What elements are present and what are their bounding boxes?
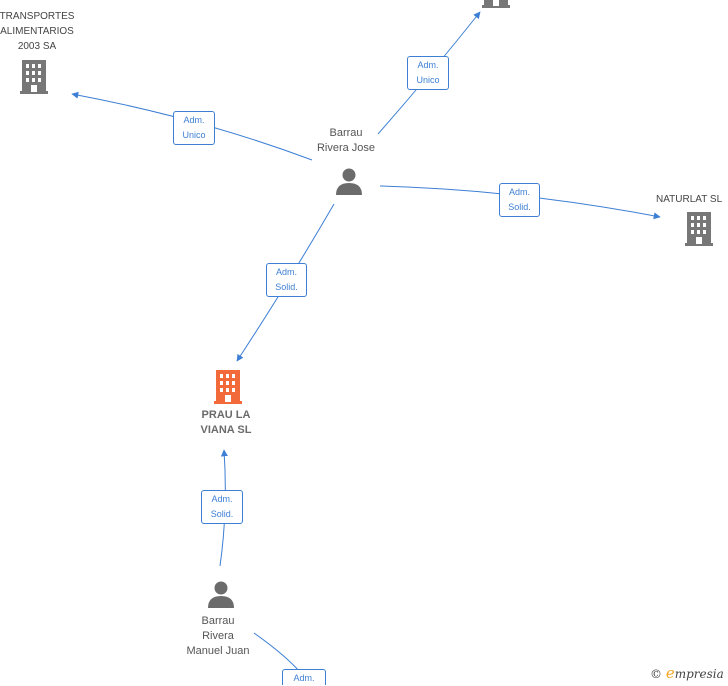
empresia-logo[interactable]: © empresia <box>650 664 724 682</box>
edge-label-adm-unico: Adm. Unico <box>407 56 449 90</box>
building-icon <box>20 60 48 94</box>
company-label-prau-la-viana[interactable]: PRAU LA VIANA SL <box>200 409 252 436</box>
company-label-transportes[interactable]: TRANSPORTES ALIMENTARIOS 2003 SA <box>0 11 75 52</box>
copyright-symbol: © <box>650 667 662 681</box>
person-icon <box>336 168 362 195</box>
edge-label-adm-solid: Adm. Solid. <box>499 183 540 217</box>
person-label-manuel-juan[interactable]: Barrau Rivera Manuel Juan <box>186 615 250 657</box>
brand-initial: e <box>665 664 675 682</box>
brand-name: mpresia <box>674 667 724 681</box>
edge-label-adm: Adm. <box>282 669 326 685</box>
person-icon <box>208 581 234 608</box>
edge-label-adm-solid: Adm. Solid. <box>201 490 243 524</box>
building-icon <box>482 0 510 8</box>
company-label-naturlat[interactable]: NATURLAT SL <box>656 194 723 205</box>
building-icon <box>685 212 713 246</box>
edge-label-adm-unico: Adm. Unico <box>173 111 215 145</box>
person-label-jose[interactable]: Barrau Rivera Jose <box>316 127 376 154</box>
edge-label-adm-solid: Adm. Solid. <box>266 263 307 297</box>
building-icon <box>214 370 242 404</box>
